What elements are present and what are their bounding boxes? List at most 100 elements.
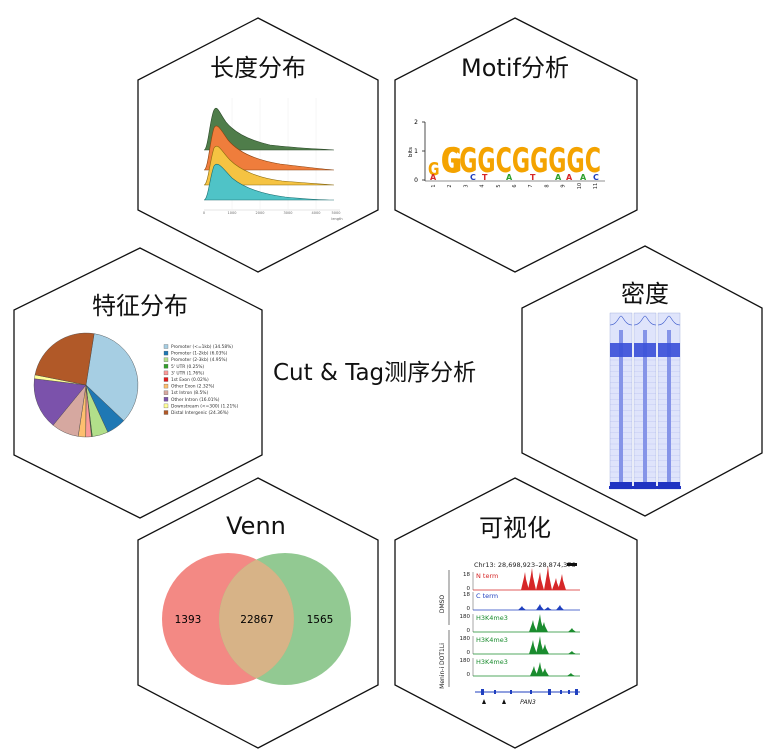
motif-position-label: 4 — [480, 184, 486, 187]
svg-text:A: A — [506, 173, 513, 182]
motif-position-label: 10 — [577, 183, 583, 189]
legend-label: 5' UTR (0.25%) — [171, 364, 204, 370]
svg-text:2: 2 — [414, 119, 418, 126]
track-zero: 0 — [467, 650, 471, 656]
pie-slice — [33, 378, 87, 426]
svg-text:G: G — [442, 141, 462, 182]
legend-label: Promoter (1-2kb) (6.03%) — [171, 351, 228, 357]
track-peak — [544, 566, 552, 590]
track-label: H3K4me3 — [476, 614, 508, 622]
title-feature: 特征分布 — [92, 292, 188, 320]
track-peak — [556, 605, 564, 610]
motif-position-label: 9 — [561, 184, 567, 187]
legend-swatch — [163, 410, 169, 415]
title-density: 密度 — [621, 280, 669, 308]
profile-curve — [633, 315, 657, 326]
title-venn: Venn — [226, 512, 286, 540]
track-peak — [529, 620, 537, 632]
title-length: 长度分布 — [210, 54, 306, 82]
legend-label: Downstream (<=300) (1.21%) — [171, 403, 238, 409]
heatmap-center — [667, 330, 671, 488]
legend-label: 3' UTR (1.76%) — [171, 370, 204, 376]
track-peak — [567, 673, 575, 676]
legend-swatch — [163, 403, 169, 409]
motif-position-label: 1 — [431, 184, 437, 187]
heatmap-center — [619, 330, 623, 488]
profile-curve — [609, 315, 633, 326]
track-max: 180 — [460, 658, 471, 664]
track-peak — [529, 640, 537, 654]
svg-text:C: C — [470, 173, 476, 182]
svg-text:4000: 4000 — [312, 211, 321, 215]
ridgeline-plot: 0 1000 2000 3000 4000 5000 length — [203, 98, 343, 221]
svg-text:A: A — [580, 173, 587, 182]
svg-text:A: A — [555, 173, 562, 182]
legend-swatch — [163, 390, 169, 395]
track-zero: 0 — [467, 672, 471, 678]
track-peak — [536, 662, 544, 676]
track-max: 18 — [463, 592, 470, 598]
track-peak — [540, 622, 548, 632]
venn-diagram: 1393 22867 1565 — [162, 553, 351, 685]
track-label: C term — [476, 592, 498, 600]
track-peak — [558, 574, 566, 590]
heatmap-bottom — [610, 482, 632, 486]
legend-label: 1st Intron (8.5%) — [171, 390, 208, 396]
track-peak — [552, 578, 560, 590]
hex-visual — [394, 477, 638, 749]
motif-consensus-letters: GGGCGGGGC — [441, 141, 601, 181]
venn-left-count: 1393 — [175, 614, 202, 626]
track-peak — [544, 607, 552, 610]
track-label: H3K4me3 — [476, 636, 508, 644]
group-dmso: DMSO — [439, 595, 446, 614]
track-peak — [541, 644, 549, 654]
title-visual: 可视化 — [479, 514, 551, 542]
svg-text:1000: 1000 — [228, 211, 237, 215]
track-peak — [536, 636, 544, 654]
motif-letter-small: G — [428, 158, 439, 179]
motif-position-label: 6 — [512, 184, 518, 187]
legend-swatch — [163, 397, 169, 402]
hex-motif — [394, 17, 638, 273]
svg-text:C: C — [593, 173, 599, 182]
ridge-orange — [203, 125, 335, 171]
legend-label: Promoter (2-3kb) (4.95%) — [171, 357, 228, 363]
track-max: 180 — [460, 614, 471, 620]
heatmap-bottom — [634, 482, 656, 486]
legend-label: Promoter (<=1kb) (34.58%) — [171, 344, 233, 350]
legend-swatch — [163, 383, 169, 389]
venn-right-count: 1565 — [307, 614, 334, 626]
motif-logo: 2 1 0 bits G G GGGCGGGGC A C T A T A A A… — [408, 119, 605, 189]
ridge-green — [203, 107, 335, 151]
legend-swatch — [163, 350, 169, 356]
legend-label: 1st Exon (0.02%) — [171, 377, 209, 383]
legend-swatch — [163, 370, 169, 376]
svg-text:5000: 5000 — [332, 211, 341, 215]
pie-slice — [85, 333, 139, 422]
track-peak — [568, 628, 576, 632]
legend-swatch — [163, 357, 169, 362]
venn-overlap — [219, 559, 294, 679]
svg-text:T: T — [530, 173, 536, 182]
svg-text:3000: 3000 — [284, 211, 293, 215]
track-peak — [541, 668, 549, 676]
motif-position-label: 3 — [463, 184, 469, 187]
legend-label: Other Exon (2.32%) — [171, 384, 215, 390]
genome-coords: Chr13: 28,698,923–28,874,376 — [474, 561, 576, 569]
track-zero: 0 — [467, 628, 471, 634]
ridge-teal — [203, 163, 335, 201]
profile-curve — [657, 315, 681, 326]
motif-position-label: 8 — [544, 184, 550, 187]
svg-text:A: A — [566, 173, 573, 182]
track-peak — [518, 606, 526, 610]
track-max: 18 — [463, 572, 470, 578]
svg-text:2000: 2000 — [256, 211, 265, 215]
track-peak — [536, 572, 544, 590]
motif-position-label: 5 — [496, 184, 502, 187]
svg-text:T: T — [482, 173, 488, 182]
legend-label: Other Intron (16.01%) — [171, 397, 220, 403]
ridge-yellow — [203, 145, 335, 186]
